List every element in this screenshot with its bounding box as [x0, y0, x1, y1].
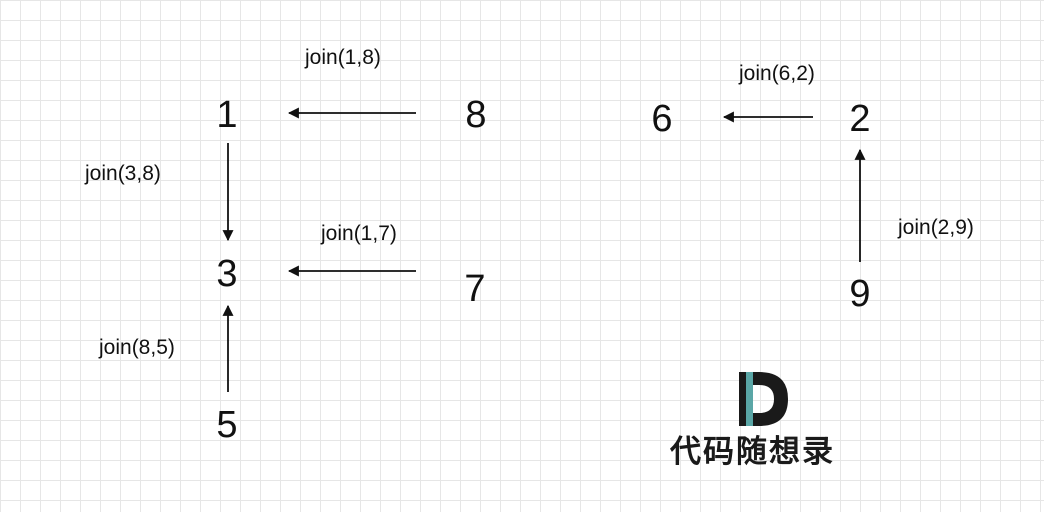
edge-label-join-2-9: join(2,9) [897, 216, 974, 239]
edge-label-join-3-8: join(3,8) [84, 162, 161, 185]
node-2: 2 [849, 98, 870, 140]
node-3: 3 [216, 253, 237, 295]
logo-d-bowl [753, 372, 788, 426]
node-5: 5 [216, 404, 237, 446]
edge-label-join-6-2: join(6,2) [738, 62, 815, 85]
logo-d-stem-dark [739, 372, 746, 426]
node-7: 7 [464, 268, 485, 310]
edge-label-join-8-5: join(8,5) [98, 336, 175, 359]
node-6: 6 [651, 98, 672, 140]
node-8: 8 [465, 94, 486, 136]
node-1: 1 [216, 94, 237, 136]
edge-label-join-1-8: join(1,8) [304, 46, 381, 69]
edge-label-join-1-7: join(1,7) [320, 222, 397, 245]
watermark-text: 代码随想录 [669, 434, 835, 470]
watermark-logo [739, 372, 788, 426]
node-9: 9 [849, 273, 870, 315]
